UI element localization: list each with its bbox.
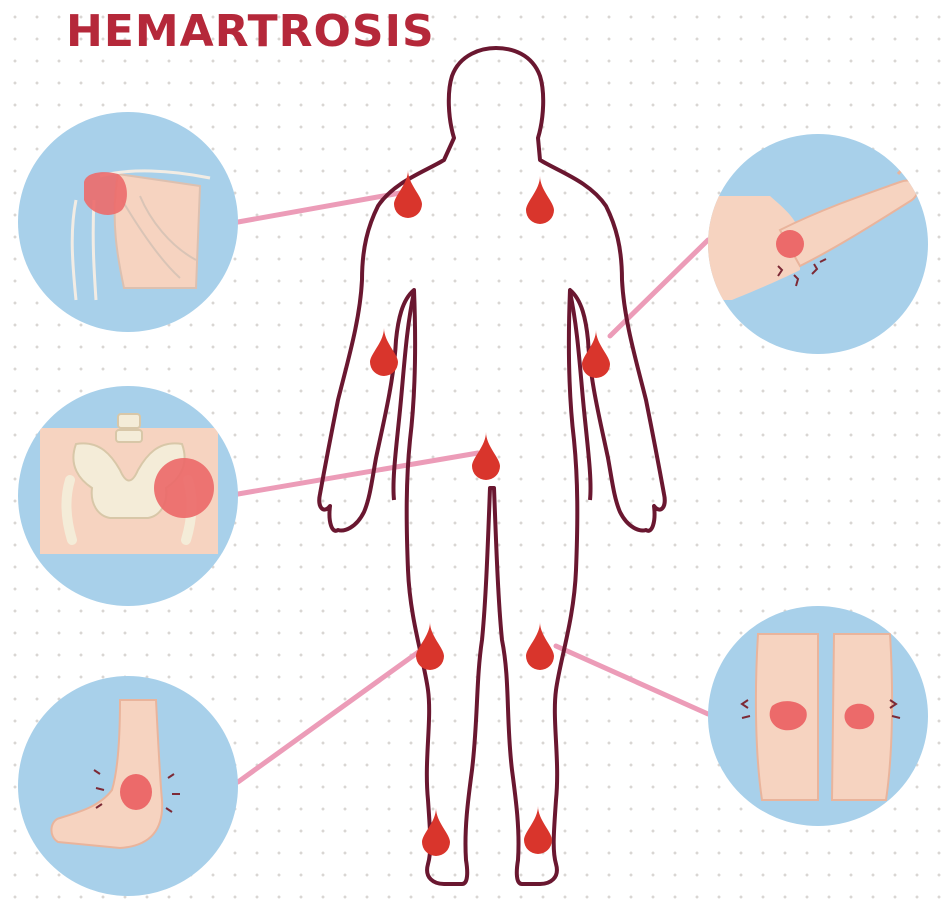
blood-drop-icon — [526, 176, 554, 224]
connector-lines — [238, 193, 708, 782]
knee-joint-icon — [708, 606, 928, 826]
connector-hip — [238, 453, 478, 494]
elbow-joint-icon — [706, 134, 928, 354]
blood-drop-icon — [524, 806, 552, 854]
blood-drop-icon — [416, 622, 444, 670]
connector-ankle — [238, 648, 424, 782]
blood-drop-icon — [422, 808, 450, 856]
blood-drop-icon — [370, 328, 398, 376]
blood-drop-icon — [526, 622, 554, 670]
blood-drop-icon — [472, 432, 500, 480]
blood-drop-icon — [394, 170, 422, 218]
ankle-joint-icon — [18, 676, 238, 896]
shoulder-joint-icon — [18, 112, 238, 332]
connector-elbow — [610, 240, 708, 336]
connector-knee — [556, 646, 708, 714]
hip-joint-icon — [18, 386, 238, 606]
